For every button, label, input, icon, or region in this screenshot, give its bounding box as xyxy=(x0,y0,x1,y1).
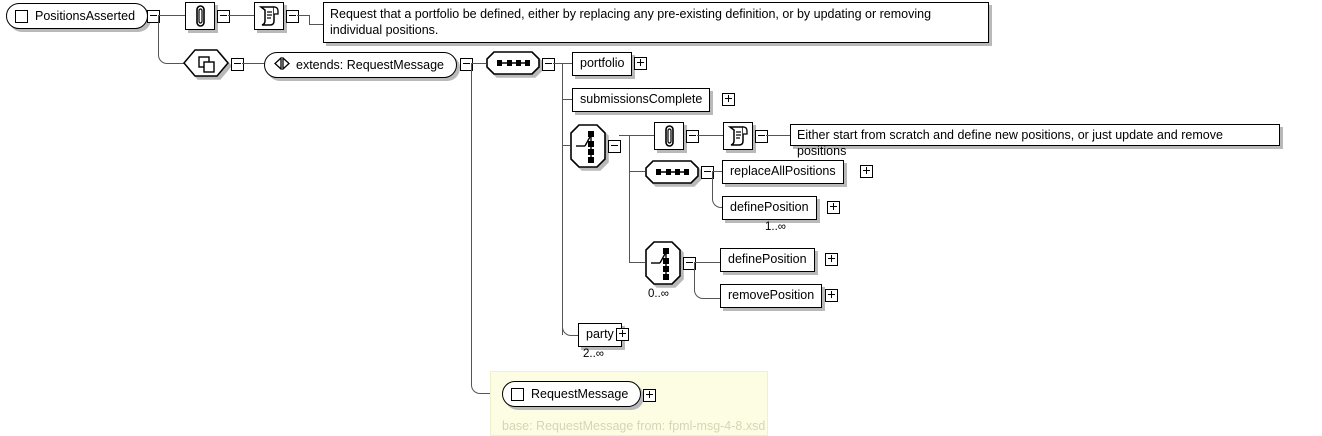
connector-innerchoice2-to-removeposition xyxy=(694,262,721,299)
extends-requestmessage-node[interactable]: extends: RequestMessage xyxy=(264,52,458,78)
connector-extends-to-base xyxy=(471,63,494,394)
connector-sequence-to-party xyxy=(562,320,579,336)
element-party-expand[interactable] xyxy=(616,328,629,341)
sequence-collapse-toggle[interactable] xyxy=(542,58,555,71)
element-defineposition-seq-expand[interactable] xyxy=(827,201,840,214)
base-element-box-icon xyxy=(511,387,524,401)
documentation-collapse-toggle[interactable] xyxy=(286,10,299,23)
element-submissionscomplete-expand[interactable] xyxy=(722,93,735,106)
base-type-caption: base: RequestMessage from: fpml-msg-4-8.… xyxy=(502,419,766,433)
inner-paperclip-annotation-icon[interactable] xyxy=(654,122,684,150)
extends-label: extends: RequestMessage xyxy=(296,58,445,72)
connector-choice-to-innersequence xyxy=(629,171,645,172)
connector-documentation-to-comment-c xyxy=(309,24,323,25)
element-replaceallpositions[interactable]: replaceAllPositions xyxy=(722,160,844,184)
connector-root-to-annotation xyxy=(158,15,185,16)
connector-annotation-to-documentation xyxy=(228,15,254,16)
inner-documentation-comment-box: Either start from scratch and define new… xyxy=(790,124,1280,158)
connector-choice-to-annotation xyxy=(619,135,654,136)
annotation-collapse-toggle[interactable] xyxy=(217,10,230,23)
connector-innerchoice2-to-defineposition xyxy=(694,262,720,263)
element-removeposition[interactable]: removePosition xyxy=(720,284,823,308)
documentation-comment-text: Request that a portfolio be defined, eit… xyxy=(330,7,932,37)
inner-choice2-compositor-icon[interactable] xyxy=(645,241,681,285)
element-portfolio-label: portfolio xyxy=(580,56,625,70)
inner-documentation-scroll-icon[interactable] xyxy=(723,122,753,150)
sequence-compositor-icon[interactable] xyxy=(486,51,540,75)
base-type-expand[interactable] xyxy=(643,389,656,402)
connector-sequence-to-portfolio xyxy=(553,63,572,64)
connector-sequence-to-submissionscomplete xyxy=(562,99,572,100)
connector-innerseq-to-defineposition xyxy=(712,171,723,208)
connector-sequence-trunk xyxy=(562,63,563,335)
inner-sequence-compositor-icon[interactable] xyxy=(645,160,699,184)
choice-compositor-icon[interactable] xyxy=(570,124,606,168)
inner-documentation-comment-text: Either start from scratch and define new… xyxy=(797,128,1223,158)
connector-documentation-to-comment-b xyxy=(309,15,310,24)
derivation-collapse-toggle[interactable] xyxy=(231,58,244,71)
element-defineposition-choice[interactable]: definePosition xyxy=(720,248,815,272)
element-defineposition-seq-label: definePosition xyxy=(730,200,809,214)
element-submissionscomplete-label: submissionsComplete xyxy=(580,92,703,106)
connector-derivation-to-extends xyxy=(242,63,264,64)
base-type-label: RequestMessage xyxy=(531,387,629,401)
paperclip-annotation-icon[interactable] xyxy=(185,2,215,30)
connector-choice-trunk xyxy=(629,135,630,262)
cardinality-party: 2..∞ xyxy=(583,348,604,360)
element-portfolio[interactable]: portfolio xyxy=(572,52,633,76)
documentation-scroll-icon[interactable] xyxy=(254,2,284,30)
extends-triangles-icon xyxy=(274,56,290,73)
connector-sequence-to-innerchoice xyxy=(562,145,570,146)
connector-choice-to-innerchoice2 xyxy=(629,262,645,263)
element-defineposition-choice-label: definePosition xyxy=(728,252,807,266)
element-defineposition-choice-expand[interactable] xyxy=(825,253,838,266)
element-removeposition-expand[interactable] xyxy=(825,289,838,302)
element-removeposition-label: removePosition xyxy=(728,288,815,302)
connector-documentation-to-comment-a xyxy=(297,15,309,16)
cardinality-inner-choice2: 0..∞ xyxy=(648,288,669,300)
choice-collapse-toggle[interactable] xyxy=(608,140,621,153)
element-box-icon xyxy=(15,9,28,23)
extension-diamond-icon[interactable] xyxy=(183,49,229,77)
element-party-label: party xyxy=(586,327,614,341)
connector-inner-doc-to-comment xyxy=(766,135,790,136)
element-defineposition-seq[interactable]: definePosition xyxy=(722,196,817,220)
root-element-label: PositionsAsserted xyxy=(35,9,136,23)
root-element-positionsasserted[interactable]: PositionsAsserted xyxy=(6,3,149,29)
cardinality-defineposition-seq: 1..∞ xyxy=(765,221,786,233)
documentation-comment-box: Request that a portfolio be defined, eit… xyxy=(323,2,989,43)
element-replaceallpositions-expand[interactable] xyxy=(860,165,873,178)
connector-root-to-derivation xyxy=(158,15,186,64)
element-submissionscomplete[interactable]: submissionsComplete xyxy=(572,88,711,112)
element-portfolio-expand[interactable] xyxy=(634,57,647,70)
inner-annotation-collapse-toggle[interactable] xyxy=(686,130,699,143)
inner-documentation-collapse-toggle[interactable] xyxy=(755,130,768,143)
element-party[interactable]: party xyxy=(578,323,622,347)
element-replaceallpositions-label: replaceAllPositions xyxy=(730,164,836,178)
connector-inner-annotation-to-documentation xyxy=(697,135,723,136)
base-type-requestmessage[interactable]: RequestMessage xyxy=(502,381,642,407)
